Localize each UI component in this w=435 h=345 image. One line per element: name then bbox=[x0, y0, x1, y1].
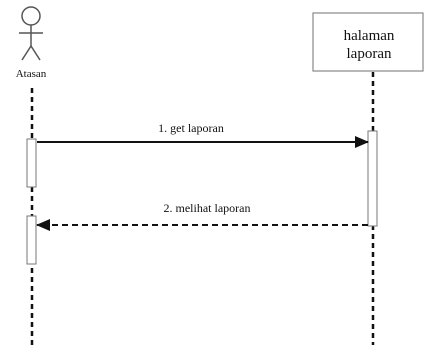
object-label-line2: laporan bbox=[347, 46, 392, 62]
actor-activation-bar-1 bbox=[26, 138, 37, 188]
object-box bbox=[312, 12, 424, 72]
message-2-label: 2. melihat laporan bbox=[164, 201, 251, 215]
object-label-line1: halaman bbox=[344, 28, 395, 44]
actor-figure-icon bbox=[19, 6, 43, 61]
actor-activation-bar-2 bbox=[26, 215, 37, 265]
actor-label: Atasan bbox=[16, 68, 47, 80]
object-activation-bar bbox=[367, 130, 378, 227]
message-1-label: 1. get laporan bbox=[158, 121, 224, 135]
